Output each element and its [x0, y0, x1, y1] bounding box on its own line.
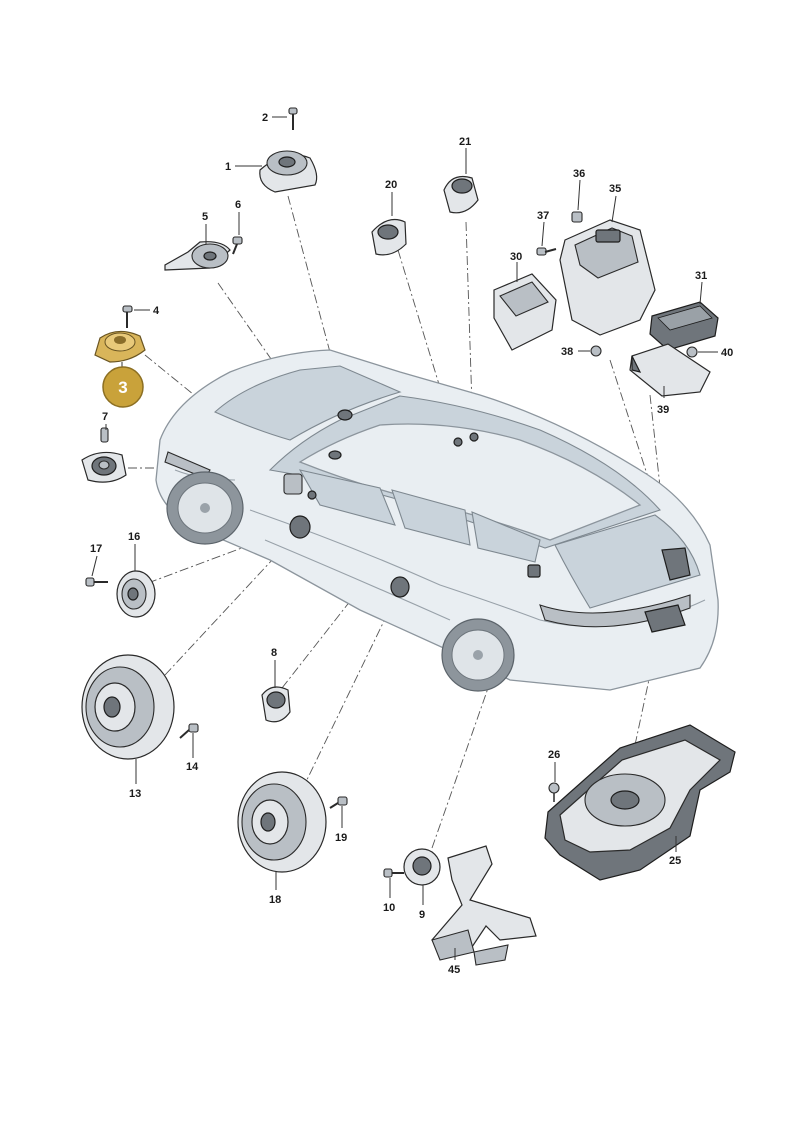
callout-37[interactable]: 37 — [537, 210, 549, 222]
part-5-speaker-bracket[interactable] — [164, 241, 231, 271]
part-37-screw[interactable] — [536, 247, 557, 256]
callout-3: 3 — [118, 378, 127, 397]
part-16-speaker[interactable] — [116, 570, 156, 618]
part-2-screw[interactable] — [288, 107, 298, 130]
part-13-woofer[interactable] — [81, 654, 175, 760]
part-4-screw[interactable] — [122, 305, 133, 328]
car-illustration — [155, 349, 719, 692]
callout-9[interactable]: 9 — [419, 909, 425, 921]
highlight-badge — [102, 366, 144, 408]
callout-21[interactable]: 21 — [459, 136, 471, 148]
callout-20[interactable]: 20 — [385, 179, 397, 191]
callout-8[interactable]: 8 — [271, 647, 277, 659]
part-25-subwoofer-enclosure[interactable] — [544, 724, 736, 881]
part-6-screw[interactable] — [232, 236, 243, 255]
part-9-speaker[interactable] — [403, 848, 441, 886]
callout-40[interactable]: 40 — [721, 347, 733, 359]
callout-18[interactable]: 18 — [269, 894, 281, 906]
part-38-nut[interactable] — [590, 345, 602, 357]
part-45-speaker-bracket[interactable] — [431, 845, 537, 966]
callout-25[interactable]: 25 — [669, 855, 681, 867]
callout-7[interactable]: 7 — [102, 411, 108, 423]
callout-labels: 2 1 5 6 4 7 20 21 36 35 37 30 31 38 40 3… — [90, 112, 733, 976]
part-1-tweeter[interactable] — [259, 150, 318, 193]
callout-14[interactable]: 14 — [186, 761, 199, 773]
callout-45[interactable]: 45 — [448, 964, 460, 976]
part-21-tweeter[interactable] — [443, 175, 479, 214]
part-39-holder[interactable] — [629, 343, 711, 397]
callout-31[interactable]: 31 — [695, 270, 707, 282]
part-18-woofer[interactable] — [237, 771, 327, 873]
callout-38[interactable]: 38 — [561, 346, 573, 358]
callout-36[interactable]: 36 — [573, 168, 585, 180]
part-10-screw[interactable] — [383, 868, 404, 878]
part-8-tweeter[interactable] — [261, 686, 291, 723]
callout-39[interactable]: 39 — [657, 404, 669, 416]
callout-6[interactable]: 6 — [235, 199, 241, 211]
callout-5[interactable]: 5 — [202, 211, 208, 223]
part-14-screw[interactable] — [179, 723, 199, 739]
part-36-clip[interactable] — [571, 211, 583, 223]
part-19-screw[interactable] — [329, 796, 348, 809]
part-40-nut[interactable] — [686, 346, 698, 358]
callout-3-highlight[interactable]: 3 — [102, 366, 144, 408]
part-3-speaker-highlighted[interactable] — [94, 330, 146, 363]
part-26-nut[interactable] — [548, 782, 560, 802]
part-20-tweeter[interactable] — [371, 219, 407, 256]
callout-16[interactable]: 16 — [128, 531, 140, 543]
callout-13[interactable]: 13 — [129, 788, 141, 800]
callout-35[interactable]: 35 — [609, 183, 621, 195]
callout-17[interactable]: 17 — [90, 543, 102, 555]
part-35-mounting-bracket[interactable] — [559, 219, 656, 336]
callout-4[interactable]: 4 — [153, 305, 160, 317]
part-17-screw[interactable] — [85, 577, 108, 587]
callout-1[interactable]: 1 — [225, 161, 231, 173]
callout-2[interactable]: 2 — [262, 112, 268, 124]
callout-10[interactable]: 10 — [383, 902, 395, 914]
callout-30[interactable]: 30 — [510, 251, 522, 263]
part-30-control-unit[interactable] — [493, 273, 557, 351]
callout-26[interactable]: 26 — [548, 749, 560, 761]
callout-19[interactable]: 19 — [335, 832, 347, 844]
part-31-amplifier[interactable] — [649, 301, 719, 351]
part-7-tweeter[interactable] — [81, 427, 127, 483]
